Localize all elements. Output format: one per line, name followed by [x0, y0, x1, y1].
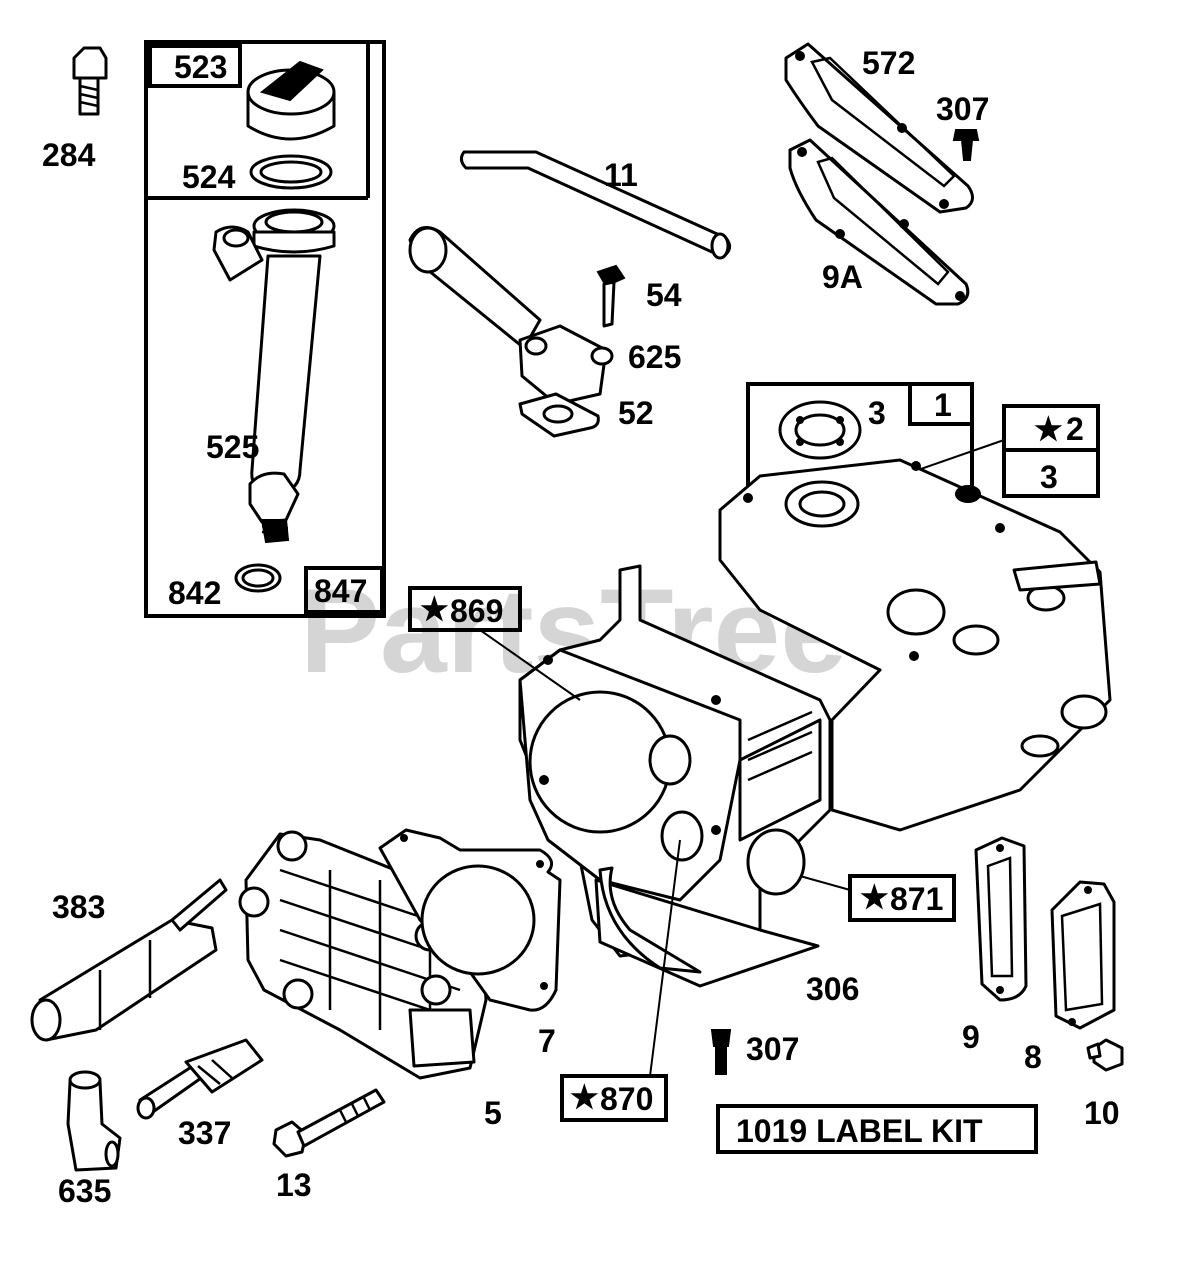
badge-871[interactable]: ★ 871: [848, 874, 956, 922]
label-307-bottom[interactable]: 307: [746, 1031, 799, 1067]
fitting-635-drawing[interactable]: [66, 1070, 122, 1172]
label-1[interactable]: 1: [934, 387, 952, 423]
cover-9a-drawing[interactable]: [788, 138, 970, 306]
label-2: 2: [1066, 411, 1084, 447]
label-307-top[interactable]: 307: [936, 91, 989, 127]
head-gasket-7-drawing[interactable]: [378, 828, 562, 1012]
label-11[interactable]: 11: [604, 157, 638, 193]
leader-870: [649, 839, 681, 1077]
o-ring-524-drawing[interactable]: [249, 154, 333, 190]
label-7[interactable]: 7: [538, 1023, 556, 1059]
label-870: 870: [600, 1081, 653, 1117]
label-3-boxed[interactable]: 3: [1040, 459, 1058, 495]
star-icon: ★: [570, 1079, 599, 1115]
breather-tube-11-drawing[interactable]: [459, 150, 731, 260]
badge-870[interactable]: ★ 870: [560, 1074, 668, 1122]
cover-8-drawing[interactable]: [1050, 880, 1116, 1030]
star-icon: ★: [420, 591, 449, 627]
label-5[interactable]: 5: [484, 1095, 502, 1131]
star-icon: ★: [860, 879, 889, 915]
bolt-307-top-drawing[interactable]: [952, 129, 980, 161]
label-3[interactable]: 3: [868, 395, 886, 431]
plug-10-drawing[interactable]: [1086, 1038, 1124, 1072]
badge-2[interactable]: ★ 2: [1034, 411, 1084, 447]
label-523[interactable]: 523: [174, 49, 227, 85]
bolt-284-drawing[interactable]: [72, 46, 108, 116]
cylinder-block-drawing[interactable]: [518, 458, 1112, 988]
label-8[interactable]: 8: [1024, 1039, 1042, 1075]
label-337[interactable]: 337: [178, 1115, 231, 1151]
label-9a[interactable]: 9A: [822, 259, 863, 295]
label-842[interactable]: 842: [168, 575, 221, 611]
short-block-frame: [746, 382, 1100, 498]
leader-869: [479, 629, 581, 701]
label-13[interactable]: 13: [276, 1167, 312, 1203]
fill-tube-525-drawing[interactable]: [212, 208, 336, 544]
label-847[interactable]: 847: [314, 573, 367, 609]
badge-869[interactable]: ★ 869: [408, 586, 522, 632]
label-10[interactable]: 10: [1084, 1095, 1120, 1131]
label-9[interactable]: 9: [962, 1019, 980, 1055]
screw-54-drawing[interactable]: [596, 264, 626, 328]
label-869: 869: [450, 593, 503, 629]
oil-drain-383-drawing[interactable]: [30, 878, 228, 1042]
label-284[interactable]: 284: [42, 137, 96, 173]
spark-plug-337-drawing[interactable]: [136, 1038, 264, 1120]
label-871: 871: [890, 881, 943, 917]
gasket-9-drawing[interactable]: [974, 836, 1028, 1002]
star-icon: ★: [1034, 411, 1063, 447]
label-kit-badge[interactable]: 1019 LABEL KIT: [716, 1104, 1038, 1154]
label-52[interactable]: 52: [618, 395, 654, 431]
label-524[interactable]: 524: [182, 159, 236, 195]
label-635[interactable]: 635: [58, 1173, 111, 1209]
gasket-52-drawing[interactable]: [518, 392, 600, 438]
oil-seal-3-drawing[interactable]: [778, 400, 862, 460]
label-625[interactable]: 625: [628, 339, 681, 375]
gasket-572-drawing[interactable]: [784, 42, 974, 214]
label-572[interactable]: 572: [862, 45, 915, 81]
seal-ring-842-drawing[interactable]: [234, 563, 282, 593]
bolt-307-bottom-drawing[interactable]: [710, 1029, 732, 1075]
label-306[interactable]: 306: [806, 971, 859, 1007]
leader-871: [799, 875, 851, 891]
label-525[interactable]: 525: [206, 429, 259, 465]
label-54[interactable]: 54: [646, 277, 682, 313]
label-383[interactable]: 383: [52, 889, 105, 925]
bolt-13-drawing[interactable]: [272, 1088, 386, 1158]
dipstick-cap-523-drawing[interactable]: [246, 60, 336, 141]
breather-625-drawing[interactable]: [408, 226, 614, 406]
dipstick-kit-frame: [144, 40, 386, 618]
label-kit-text: 1019 LABEL KIT: [736, 1113, 983, 1149]
